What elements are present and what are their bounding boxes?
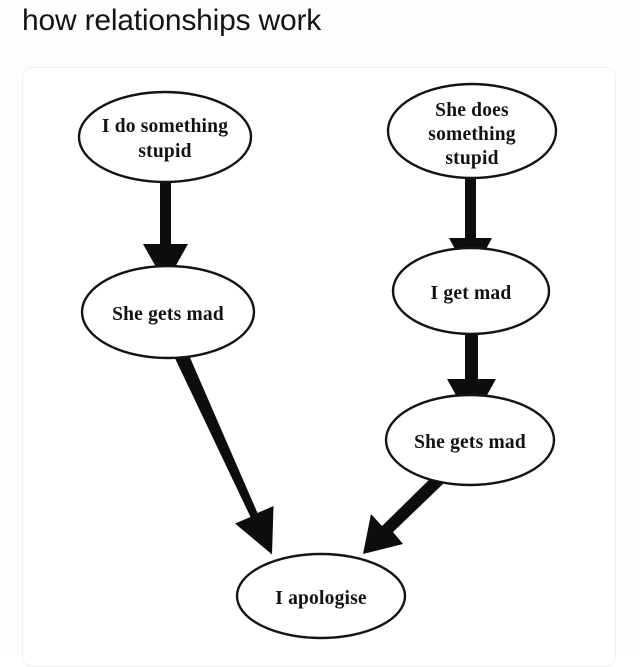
node-i-get-mad: I get mad [391, 246, 551, 336]
node-label-line: I do something [102, 116, 228, 137]
edge-arrow-shemadright-to-apologise [363, 474, 443, 554]
node-label-line: stupid [138, 141, 191, 162]
image-card: I do something stupid She gets mad She d… [22, 67, 616, 667]
node-label-line: something [428, 124, 515, 145]
edge-arrow-stupid-to-shemad [143, 171, 188, 284]
relationship-flowchart: I do something stupid She gets mad She d… [77, 82, 558, 640]
page-title: how relationships work [22, 4, 322, 37]
node-i-do-something-stupid: I do something stupid [77, 90, 253, 184]
edge-arrow-shemad-to-apologise [167, 338, 274, 555]
node-label-line: She gets mad [414, 432, 526, 453]
node-label-line: She does [435, 100, 509, 121]
edge-arrow-imad-to-shemad [447, 301, 496, 423]
node-label-line: stupid [445, 148, 498, 169]
node-she-does-something-stupid: She does something stupid [386, 82, 558, 180]
node-label-line: She gets mad [112, 304, 224, 325]
node-she-gets-mad-right: She gets mad [384, 393, 556, 487]
node-she-gets-mad-left: She gets mad [80, 264, 256, 360]
node-i-apologise: I apologise [235, 552, 407, 640]
node-label-line: I apologise [275, 588, 367, 609]
node-label-line: I get mad [431, 283, 512, 304]
